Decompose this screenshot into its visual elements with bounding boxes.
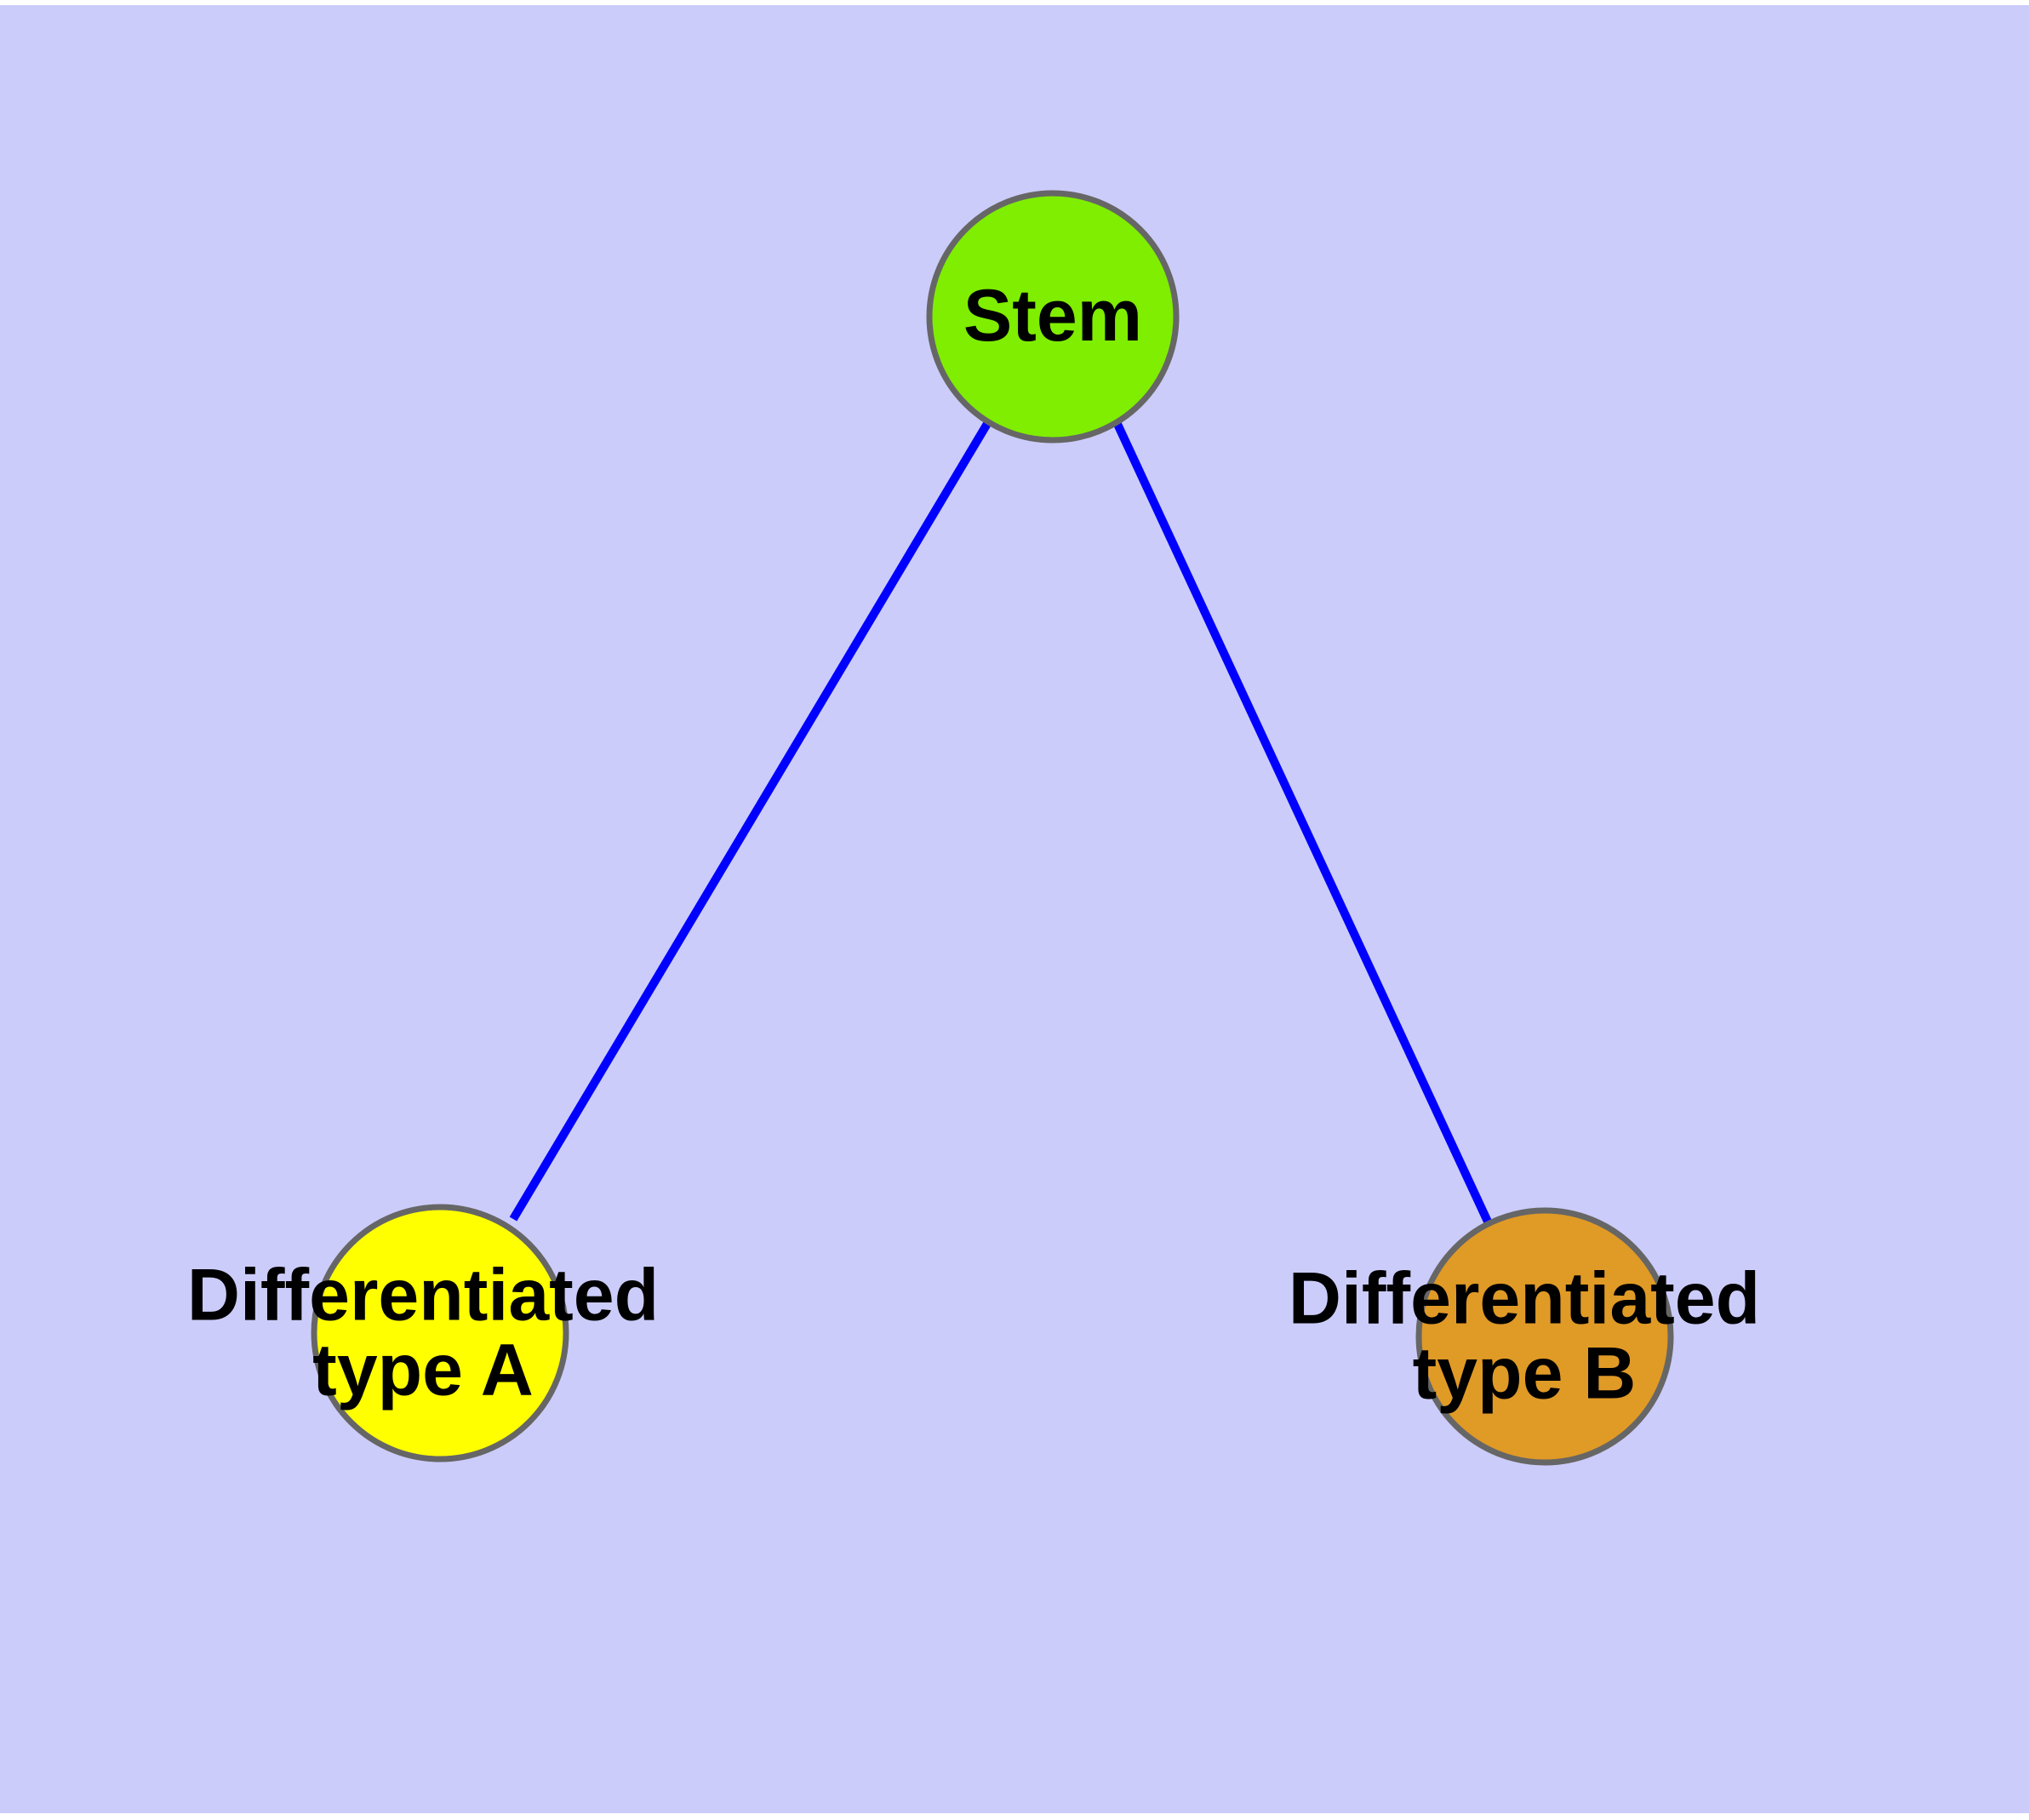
edges-layer <box>509 420 1492 1224</box>
edge-stem-diff-a <box>509 420 992 1222</box>
edge-stem-diff-b <box>1112 420 1492 1224</box>
node-diff_a[interactable] <box>311 1204 569 1462</box>
node-diff_b[interactable] <box>1415 1207 1674 1466</box>
nodes-layer <box>311 190 1674 1466</box>
node-stem[interactable] <box>926 190 1180 444</box>
